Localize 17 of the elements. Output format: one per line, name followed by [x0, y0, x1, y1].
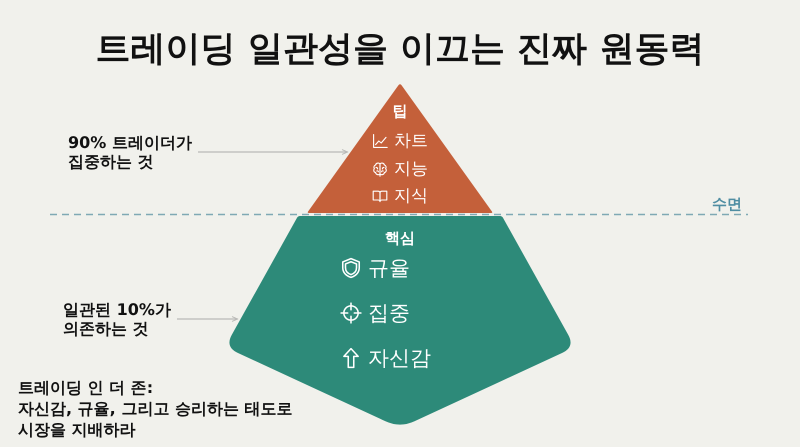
item-label: 자신감 — [368, 344, 431, 372]
section-heading: 팁 — [392, 101, 408, 121]
title: 트레이딩 일관성을 이끄는 진짜 원동력 — [94, 28, 706, 71]
footer-text: 자신감, 규율, 그리고 승리하는 태도로 시장을 지배하라 — [18, 398, 294, 440]
arrow — [177, 316, 238, 322]
item-label: 규율 — [368, 254, 410, 282]
item-label: 차트 — [394, 130, 428, 152]
item-label: 집중 — [368, 300, 410, 326]
item-label: 지능 — [394, 158, 428, 180]
waterline-label: 수면 — [712, 194, 742, 214]
item-label: 지식 — [394, 185, 428, 207]
footer-heading: 트레이딩 인 더 존: — [18, 377, 154, 398]
callout-text: 일관된 10%가 의존하는 것 — [63, 300, 172, 338]
iceberg-tip — [307, 83, 493, 213]
callout-text: 90% 트레이더가 집중하는 것 — [68, 133, 193, 171]
arrow — [198, 149, 348, 155]
section-heading: 핵심 — [385, 228, 415, 248]
